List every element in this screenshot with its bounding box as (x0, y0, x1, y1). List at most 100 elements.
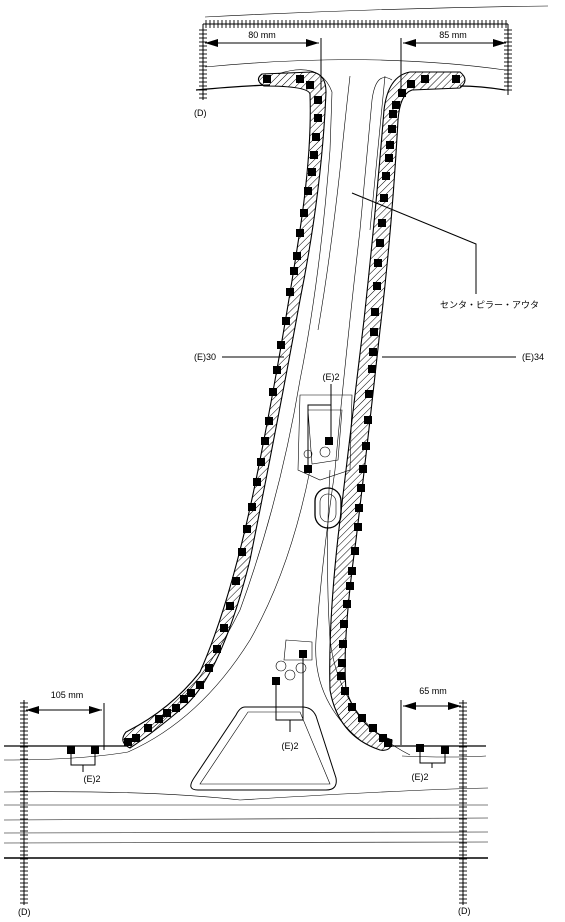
weld-spot (348, 567, 356, 575)
weld-bottom-left-label: (E)2 (83, 774, 100, 784)
weld-spot (359, 465, 367, 473)
weld-spot (124, 738, 132, 746)
weld-spot (384, 739, 392, 747)
dim-65mm-label: 65 mm (419, 686, 447, 696)
weld-spot (378, 219, 386, 227)
weld-spot (286, 288, 294, 296)
weld-left-count-label: (E)30 (194, 352, 216, 362)
weld-spot (358, 714, 366, 722)
weld-spot (371, 308, 379, 316)
weld-spot (310, 151, 318, 159)
weld-spot (172, 704, 180, 712)
weld-left-callout: (E)30 (194, 352, 284, 362)
weld-spot (296, 75, 304, 83)
weld-spot (452, 75, 460, 83)
part-name-label: センタ・ピラー・アウタ (440, 300, 539, 310)
dimension-bottom-right: 65 mm (400, 686, 461, 745)
weld-spot (248, 503, 256, 511)
weld-spot (314, 114, 322, 122)
roof-panel-outline (195, 5, 549, 91)
weld-spot (265, 417, 273, 425)
top-left-ruler (199, 24, 207, 100)
weld-spot (370, 328, 378, 336)
weld-spot (382, 172, 390, 180)
weld-spots-bottom-right: (E)2 (411, 744, 449, 782)
weld-spot (226, 602, 234, 610)
weld-spot (357, 484, 365, 492)
weld-spot (187, 689, 195, 697)
weld-spot (282, 317, 290, 325)
weld-spot (369, 724, 377, 732)
weld-spot (277, 341, 285, 349)
weld-spot (253, 478, 261, 486)
weld-spots-center-upper: (E)2 (304, 372, 340, 473)
weld-spots-left (124, 75, 322, 746)
weld-spot (364, 416, 372, 424)
weld-spot (312, 133, 320, 141)
weld-spot (273, 366, 281, 374)
weld-spot (314, 96, 322, 104)
weld-spot (341, 687, 349, 695)
weld-center-upper-label: (E)2 (322, 372, 339, 382)
weld-spot (343, 600, 351, 608)
part-name-callout: センタ・ピラー・アウタ (351, 192, 539, 310)
weld-spot (163, 709, 171, 717)
weld-spot (386, 141, 394, 149)
bottom-left-ruler (20, 700, 28, 905)
dimension-bottom-left: 105 mm (26, 690, 105, 750)
weld-spot (380, 194, 388, 202)
datum-bottom-right-label: (D) (458, 906, 471, 916)
dim-105mm-label: 105 mm (51, 690, 84, 700)
weld-spot (220, 624, 228, 632)
weld-spot (340, 620, 348, 628)
weld-spot (421, 75, 429, 83)
datum-top-left-label: (D) (194, 108, 207, 118)
weld-spot (232, 577, 240, 585)
weld-spot (392, 101, 400, 109)
weld-spot (376, 239, 384, 247)
weld-spot (338, 659, 346, 667)
bottom-right-ruler (459, 700, 467, 905)
weld-spot (385, 154, 393, 162)
weld-spot (257, 458, 265, 466)
weld-spot (368, 365, 376, 373)
sill-outline (3, 745, 489, 859)
weld-spot (213, 645, 221, 653)
weld-spot (263, 75, 271, 83)
weld-spot (306, 81, 314, 89)
weld-spot (379, 734, 387, 742)
weld-right-count-label: (E)34 (522, 352, 544, 362)
weld-spot (269, 388, 277, 396)
top-right-ruler (504, 24, 512, 95)
weld-spot (374, 259, 382, 267)
weld-center-lower-label: (E)2 (281, 741, 298, 751)
weld-spot (346, 582, 354, 590)
weld-spot (243, 525, 251, 533)
weld-spots-right (337, 75, 460, 747)
weld-spot (308, 168, 316, 176)
weld-spot (339, 640, 347, 648)
weld-spot (389, 110, 397, 118)
weld-spot (362, 442, 370, 450)
weld-spot (196, 681, 204, 689)
left-flange (122, 71, 327, 749)
weld-spot (293, 252, 301, 260)
weld-spot (296, 229, 304, 237)
datum-bottom-left-label: (D) (18, 907, 31, 917)
weld-spot (354, 523, 362, 531)
weld-spot (365, 390, 373, 398)
top-ruler (203, 20, 508, 28)
weld-spot (205, 664, 213, 672)
weld-spots-bottom-left: (E)2 (67, 746, 101, 784)
weld-spot (290, 267, 298, 275)
weld-spot (355, 504, 363, 512)
weld-spot (238, 548, 246, 556)
weld-bottom-right-label: (E)2 (411, 772, 428, 782)
dim-85mm-label: 85 mm (439, 30, 467, 40)
weld-spot (407, 80, 415, 88)
weld-spot (398, 89, 406, 97)
weld-spots-center-lower: (E)2 (272, 650, 307, 751)
weld-spot (144, 724, 152, 732)
weld-spot (388, 125, 396, 133)
